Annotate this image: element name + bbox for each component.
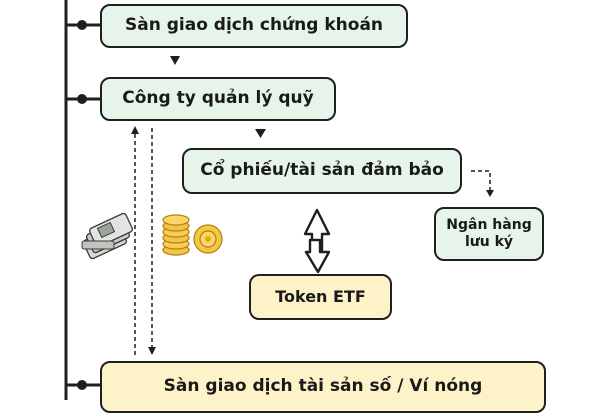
dashed-arrow-up (131, 126, 139, 355)
timeline-connector-exchange (66, 20, 100, 30)
node-fund-manager: Công ty quản lý quỹ (100, 77, 336, 121)
node-stock-exchange: Sàn giao dịch chứng khoán (100, 4, 408, 48)
node-stock-exchange-label: Sàn giao dịch chứng khoán (124, 15, 384, 36)
dashed-arrow-down (148, 128, 156, 355)
node-custodian-bank: Ngân hàng lưu ký (434, 207, 544, 261)
node-token-etf-label: Token ETF (275, 287, 366, 306)
node-shares-collateral: Cổ phiếu/tài sản đảm bảo (182, 148, 462, 194)
arrow-fund-to-shares (255, 129, 266, 138)
node-digital-exchange: Sàn giao dịch tài sản số / Ví nóng (100, 361, 546, 413)
dashed-arrow-shares-to-custodian (471, 170, 494, 197)
node-fund-manager-label: Công ty quản lý quỹ (122, 88, 314, 109)
diagram-connectors (64, 0, 494, 400)
exchange-arrow-icon (303, 208, 331, 274)
node-custodian-bank-label: Ngân hàng lưu ký (446, 216, 532, 251)
timeline-connector-digital (66, 380, 100, 390)
node-digital-exchange-label: Sàn giao dịch tài sản số / Ví nóng (163, 376, 483, 396)
timeline-connector-fund (66, 94, 100, 104)
node-shares-collateral-label: Cổ phiếu/tài sản đảm bảo (200, 160, 444, 181)
coin-stack-icon (162, 214, 223, 256)
node-token-etf: Token ETF (249, 274, 392, 320)
cash-stack-icon (81, 212, 134, 260)
arrow-exchange-to-fund (170, 56, 180, 65)
